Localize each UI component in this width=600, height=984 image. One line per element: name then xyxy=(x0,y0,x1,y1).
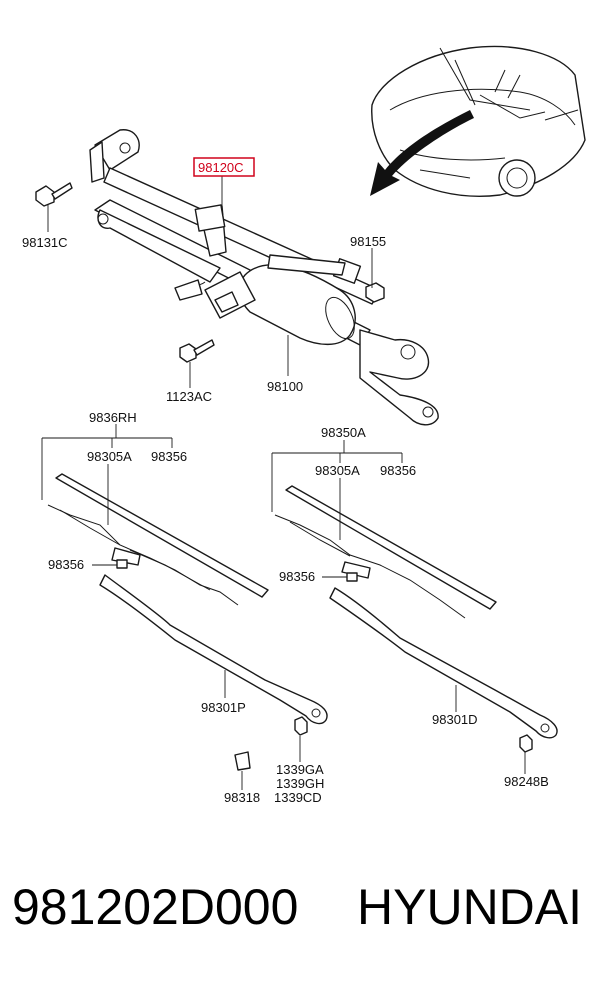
label-98318[interactable]: 98318 xyxy=(224,790,260,805)
wiper-arm-right xyxy=(329,587,558,739)
brand-name: HYUNDAI xyxy=(357,879,583,935)
label-98248b[interactable]: 98248B xyxy=(504,774,549,789)
highlight-box-98120c xyxy=(193,157,255,177)
part-number: 981202D000 xyxy=(12,879,299,935)
label-98305a-left[interactable]: 98305A xyxy=(87,449,132,464)
label-98356-right-top[interactable]: 98356 xyxy=(380,463,416,478)
wiper-blade-left xyxy=(47,473,269,606)
label-98155[interactable]: 98155 xyxy=(350,234,386,249)
nut-98248b xyxy=(519,734,533,753)
label-98301d[interactable]: 98301D xyxy=(432,712,478,727)
wiper-arm-left xyxy=(99,574,328,725)
cap-98318 xyxy=(234,751,251,771)
footer: 981202D000 HYUNDAI xyxy=(0,872,600,952)
label-98120c[interactable]: 98120C xyxy=(198,160,244,175)
clip-98356-left xyxy=(116,559,128,569)
leader-lines xyxy=(41,176,526,790)
label-98131c[interactable]: 98131C xyxy=(22,235,68,250)
label-98100[interactable]: 98100 xyxy=(267,379,303,394)
label-1123ac[interactable]: 1123AC xyxy=(166,389,212,404)
label-98301p[interactable]: 98301P xyxy=(201,700,246,715)
bolt-1123ac xyxy=(179,339,215,363)
wiper-blade-right xyxy=(274,485,497,619)
bolt-98131c xyxy=(35,182,73,207)
nut-98155 xyxy=(365,282,385,303)
parts-diagram: 98120C 98131C 98155 98100 1123AC 9836RH … xyxy=(22,45,586,805)
label-9836rh[interactable]: 9836RH xyxy=(89,410,137,425)
car-location-inset xyxy=(370,45,586,197)
label-98356-left-top[interactable]: 98356 xyxy=(151,449,187,464)
label-98356-left-clip[interactable]: 98356 xyxy=(48,557,84,572)
label-1339ga[interactable]: 1339GA xyxy=(276,762,324,777)
label-1339gh[interactable]: 1339GH xyxy=(276,776,324,791)
clip-98356-right xyxy=(346,572,358,582)
label-1339cd[interactable]: 1339CD xyxy=(274,790,322,805)
label-98356-right-clip[interactable]: 98356 xyxy=(279,569,315,584)
label-98350a[interactable]: 98350A xyxy=(321,425,366,440)
label-98305a-right[interactable]: 98305A xyxy=(315,463,360,478)
nut-1339 xyxy=(294,716,308,736)
wiper-linkage xyxy=(89,129,439,426)
part-labels: 98120C 98131C 98155 98100 1123AC 9836RH … xyxy=(22,157,549,805)
